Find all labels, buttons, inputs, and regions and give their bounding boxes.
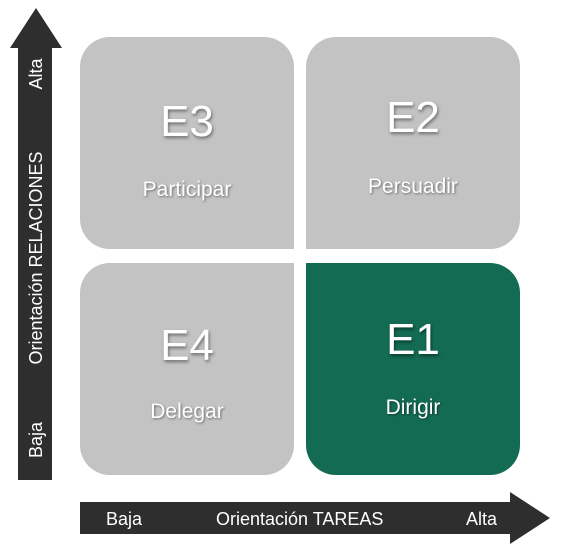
quadrant-e1: E1 Dirigir: [306, 263, 520, 475]
quadrant-e4-label: Delegar: [150, 400, 224, 423]
x-axis-arrow-shape: [80, 492, 550, 544]
quadrant-e3: E3 Participar: [80, 37, 294, 249]
y-axis-arrow-shape: [10, 8, 62, 480]
quadrant-e1-code: E1: [386, 315, 440, 364]
y-axis-low-label: Baja: [26, 421, 46, 459]
x-axis-title: Orientación TAREAS: [216, 509, 384, 529]
quadrant-e2-label: Persuadir: [368, 175, 458, 198]
quadrant-e2-code: E2: [386, 93, 440, 142]
quadrant-e2: E2 Persuadir: [306, 37, 520, 249]
y-axis-title: Orientación RELACIONES: [26, 151, 46, 365]
quadrant-e3-code: E3: [160, 97, 214, 146]
x-axis-low-label: Baja: [106, 509, 143, 529]
quadrant-e1-label: Dirigir: [385, 396, 441, 419]
quadrant-e4-code: E4: [160, 321, 214, 370]
quadrant-e4: E4 Delegar: [80, 263, 294, 475]
quadrant-e3-label: Participar: [142, 178, 232, 201]
x-axis-high-label: Alta: [466, 509, 498, 529]
y-axis-high-label: Alta: [26, 58, 46, 90]
